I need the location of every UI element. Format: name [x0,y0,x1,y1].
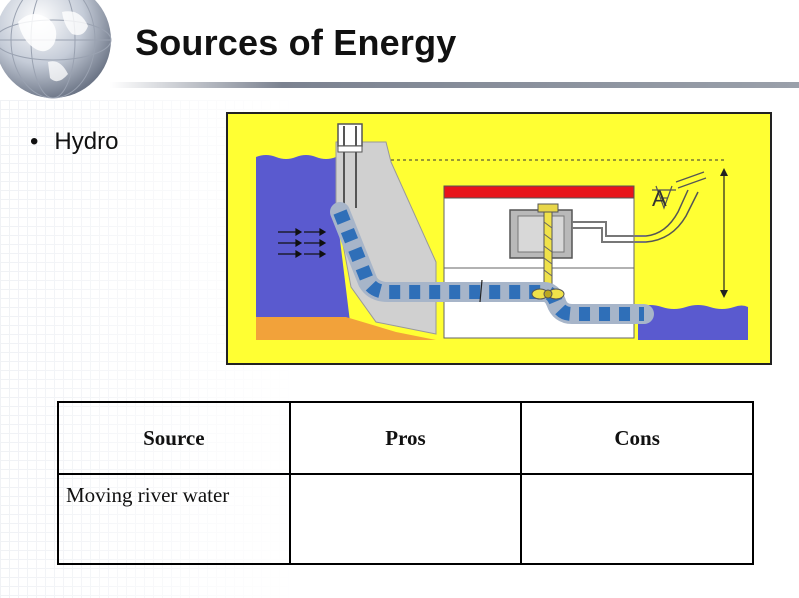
table-header-row: Source Pros Cons [57,401,754,475]
cell-cons [520,473,754,565]
tailwater [638,305,748,340]
water-flow-arrows [278,227,327,259]
title-underline [110,82,799,88]
globe-icon [0,0,112,99]
transmission-tower [652,171,707,210]
cell-source: Moving river water [57,473,291,565]
turbine [531,288,565,300]
bullet-dot: • [30,128,39,155]
header-pros: Pros [288,401,523,475]
intake-tower [337,123,363,147]
power-lines [572,221,646,237]
header-source: Source [57,401,291,475]
header-cons: Cons [520,401,754,475]
turbine-shaft [543,211,553,295]
energy-sources-table: Source Pros Cons Moving river water [57,401,754,565]
cell-pros [288,473,523,565]
bullet-item: • Hydro [30,128,118,156]
table-row: Moving river water [57,473,754,565]
sediment-layer [256,317,436,340]
reservoir-water [256,155,350,322]
hydro-power-diagram: A [226,112,772,365]
bullet-text: Hydro [54,128,119,155]
slide-title: Sources of Energy [135,22,457,63]
label-a: A [652,186,667,211]
powerhouse-roof [443,185,635,199]
